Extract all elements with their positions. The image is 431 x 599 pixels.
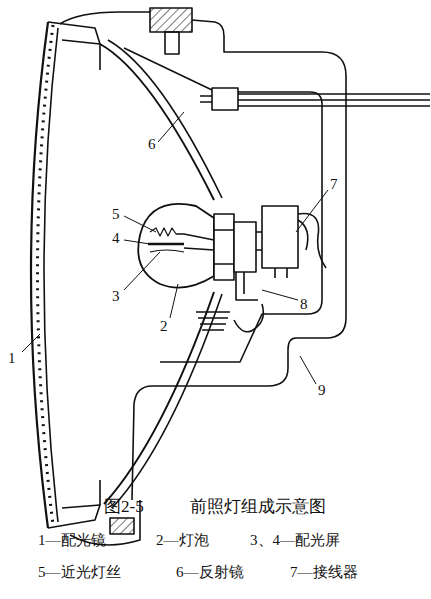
legend-text: 6—反射镜 [176, 564, 244, 581]
callout-number: 3 [112, 288, 120, 305]
legend-text: 1—配光镜 [38, 532, 106, 549]
figure-caption: 图2-5 前照灯组成示意图 [104, 498, 326, 517]
callout-number: 5 [112, 206, 120, 223]
legend-text: 5—近光灯丝 [38, 564, 121, 581]
callout-number: 6 [148, 136, 156, 153]
callout-number: 7 [330, 176, 338, 193]
legend-text: 2—灯泡 [156, 532, 209, 549]
legend-text: 7—接线器 [290, 564, 358, 581]
callout-number: 1 [8, 350, 16, 367]
callout-number: 2 [160, 318, 168, 335]
legend-text: 3、4—配光屏 [250, 532, 340, 549]
callout-number: 9 [318, 382, 326, 399]
callout-number: 4 [112, 230, 120, 247]
callout-number: 8 [300, 296, 308, 313]
